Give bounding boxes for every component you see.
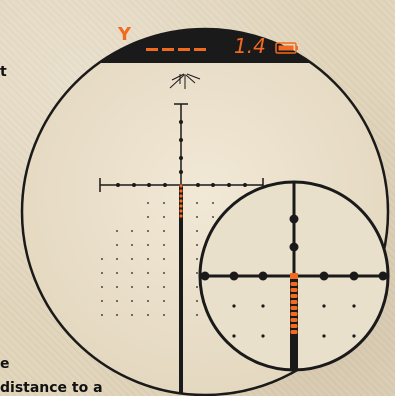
display-band (22, 29, 388, 63)
holdover-dot (212, 216, 214, 218)
holdover-dot (163, 202, 165, 204)
holdover-dot (196, 286, 198, 288)
holdover-dot (116, 230, 118, 232)
zoom-holdover-dot (261, 334, 265, 338)
zoom-holdover-dot (232, 334, 236, 338)
holdover-dot (163, 286, 165, 288)
zoom-lens (198, 180, 390, 372)
zoom-holdover-dot (261, 304, 265, 308)
holdover-dot (101, 272, 103, 274)
battery-icon (275, 42, 298, 54)
holdover-dot (116, 258, 118, 260)
holdover-dot (147, 314, 149, 316)
holdover-dot (196, 216, 198, 218)
holdover-dot (131, 244, 133, 246)
holdover-dot (147, 258, 149, 260)
holdover-dot (101, 314, 103, 316)
holdover-dot (147, 216, 149, 218)
magnification-readout: 1.4 (234, 34, 266, 58)
holdover-dot (196, 300, 198, 302)
holdover-dot (131, 300, 133, 302)
holdover-dot (147, 202, 149, 204)
left-text-top: t (0, 64, 7, 80)
holdover-dot (131, 230, 133, 232)
laser-indicator-icon (169, 73, 201, 89)
holdover-dot (116, 300, 118, 302)
zoom-holdover-dot (352, 304, 356, 308)
holdover-dot (116, 244, 118, 246)
zoom-holdover-dot (322, 334, 326, 338)
holdover-dot (116, 286, 118, 288)
holdover-dot (101, 300, 103, 302)
holdover-dot (131, 314, 133, 316)
holdover-dot (116, 314, 118, 316)
holdover-dot (196, 272, 198, 274)
holdover-dot (147, 230, 149, 232)
holdover-dot (163, 244, 165, 246)
holdover-dot (163, 300, 165, 302)
holdover-dot (131, 272, 133, 274)
holdover-dot (196, 314, 198, 316)
holdover-dot (163, 258, 165, 260)
holdover-dot (147, 272, 149, 274)
zoom-holdover-dot (322, 304, 326, 308)
holdover-dot (163, 314, 165, 316)
holdover-dot (147, 286, 149, 288)
holdover-dot (196, 258, 198, 260)
holdover-dot (196, 230, 198, 232)
mode-letter: Y (117, 24, 132, 45)
zoom-holdover-dot (352, 364, 356, 368)
zoom-holdover-dot (232, 304, 236, 308)
holdover-dot (116, 272, 118, 274)
holdover-dot (147, 244, 149, 246)
holdover-dot (101, 258, 103, 260)
holdover-dot (131, 286, 133, 288)
range-dashes (146, 48, 206, 51)
holdover-dot (196, 244, 198, 246)
holdover-dot (163, 230, 165, 232)
holdover-dot (163, 272, 165, 274)
holdover-dot (147, 300, 149, 302)
holdover-dot (101, 286, 103, 288)
zoom-holdover-dot (352, 334, 356, 338)
holdover-dot (131, 258, 133, 260)
holdover-dot (212, 202, 214, 204)
holdover-dot (163, 216, 165, 218)
holdover-dot (196, 202, 198, 204)
left-text-bottom-2: distance to a (0, 380, 103, 396)
left-text-bottom-1: e (0, 356, 10, 372)
